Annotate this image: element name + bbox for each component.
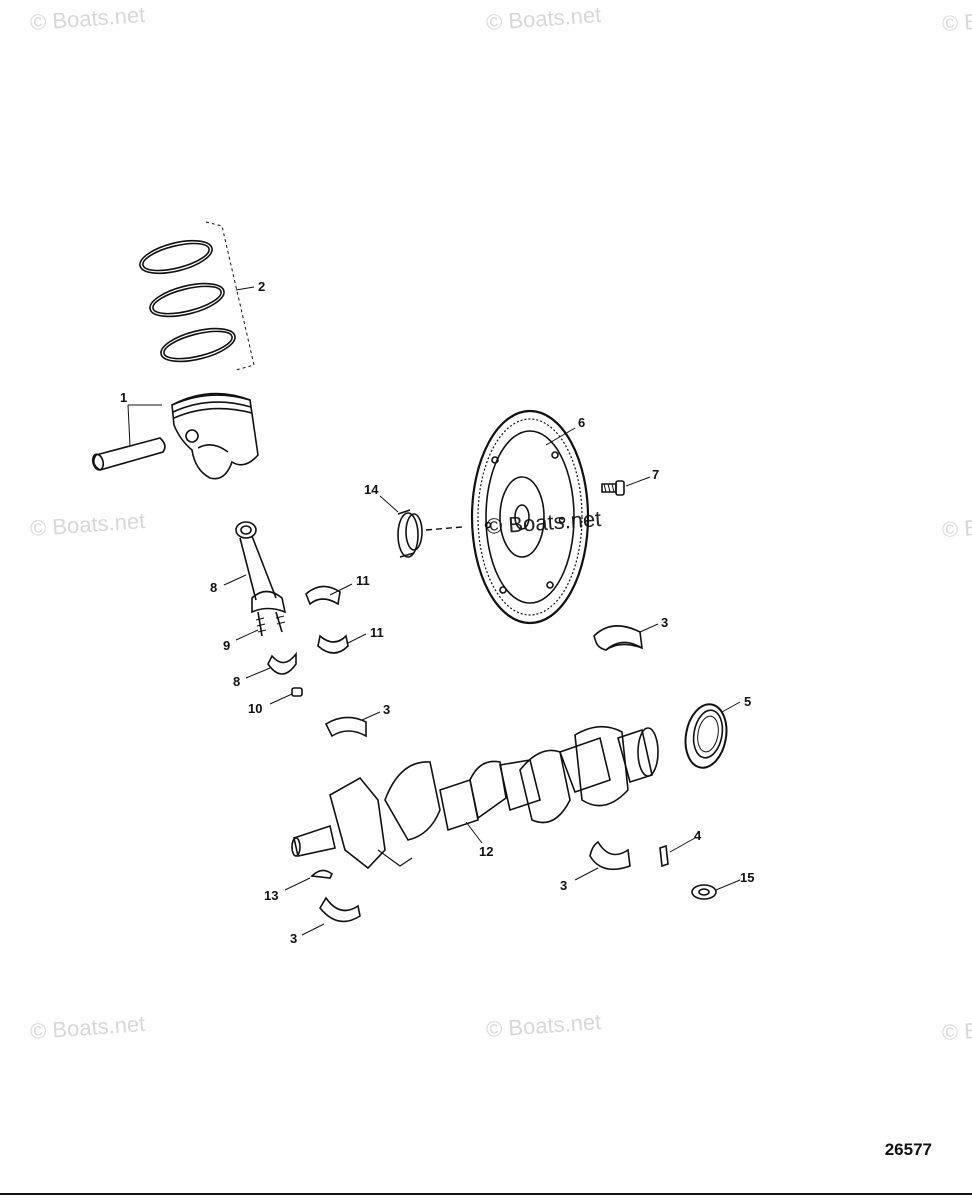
callout-8: 8 [233, 674, 240, 689]
rod-bearing-lower[interactable] [317, 634, 349, 654]
callout-5: 5 [744, 694, 751, 709]
callout-11: 11 [370, 625, 384, 640]
rod-bearing-upper[interactable] [305, 585, 341, 606]
callout-2: 2 [258, 279, 265, 294]
leader-lines [223, 286, 741, 936]
piston-assembly[interactable] [91, 392, 259, 480]
main-bearing-lower-left[interactable] [319, 896, 361, 923]
callout-7: 7 [652, 467, 659, 482]
callout-15: 15 [740, 870, 754, 885]
callout-10: 10 [248, 701, 262, 716]
callout-11: 11 [356, 573, 370, 588]
callout-3: 3 [290, 931, 297, 946]
main-bearing-middle[interactable] [324, 716, 367, 738]
callout-3: 3 [383, 702, 390, 717]
callout-6: 6 [578, 415, 585, 430]
rod-nut[interactable] [291, 687, 303, 697]
callout-4: 4 [694, 828, 702, 843]
connecting-rod[interactable] [235, 521, 287, 637]
flywheel-bolt[interactable] [601, 480, 625, 496]
rod-cap[interactable] [267, 651, 297, 675]
callout-9: 9 [223, 638, 230, 653]
main-bearing-lower-right[interactable] [589, 840, 631, 871]
callout-3: 3 [560, 878, 567, 893]
callout-1: 1 [120, 390, 127, 405]
figure-number: 26577 [884, 1140, 932, 1159]
piston-rings[interactable] [137, 221, 255, 371]
callout-8: 8 [210, 580, 217, 595]
front-seal[interactable] [681, 701, 732, 771]
washer[interactable] [691, 884, 717, 900]
dowel-pin[interactable] [659, 844, 669, 868]
callout-14: 14 [364, 482, 379, 497]
bottom-rule [0, 1193, 972, 1195]
crankshaft[interactable] [291, 725, 659, 870]
crank-key[interactable] [310, 869, 334, 879]
callout-12: 12 [479, 844, 493, 859]
rear-seal-14[interactable] [397, 509, 423, 558]
flywheel[interactable] [470, 409, 590, 625]
callout-13: 13 [264, 888, 278, 903]
callout-3: 3 [661, 615, 668, 630]
main-bearing-upper-right[interactable] [593, 625, 643, 651]
